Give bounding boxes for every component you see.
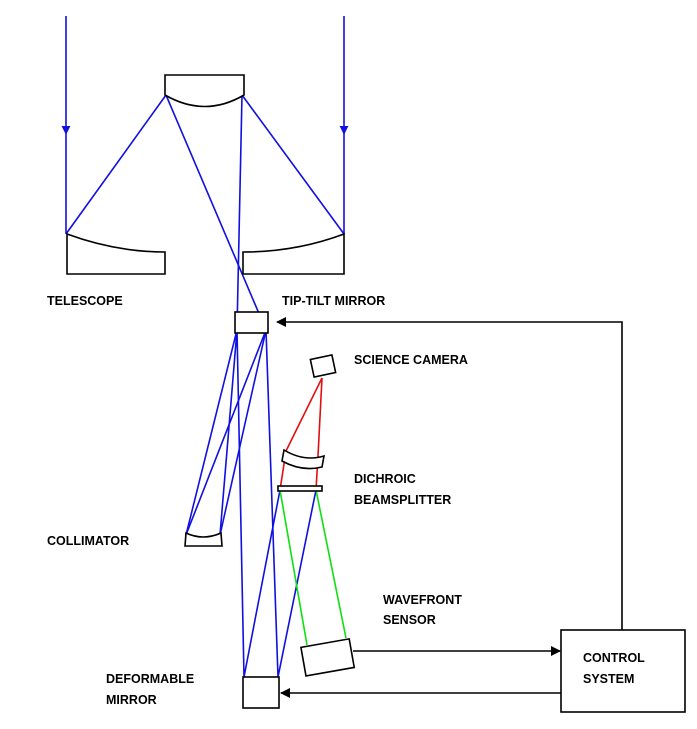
deformable-label-line1: DEFORMABLE — [106, 672, 194, 686]
primary-mirror-right — [242, 232, 345, 275]
tip-tilt-control-line — [276, 317, 623, 630]
deformable-mirror — [242, 676, 280, 709]
science-camera — [309, 353, 337, 379]
control-signals — [276, 317, 623, 698]
incoming-light-rays — [61, 16, 349, 234]
control-system-box — [560, 629, 686, 713]
science-camera-label: SCIENCE CAMERA — [354, 353, 468, 367]
primary-mirror-left — [66, 232, 166, 275]
science-beam — [279, 377, 323, 491]
tip-tilt-mirror — [234, 311, 269, 334]
dichroic-beamsplitter — [277, 485, 323, 492]
collimator-label: COLLIMATOR — [47, 534, 129, 548]
control-label-line2: SYSTEM — [583, 672, 634, 686]
telescope-label: TELESCOPE — [47, 294, 123, 308]
dichroic-label-line2: BEAMSPLITTER — [354, 493, 451, 507]
tip-tilt-label: TIP-TILT MIRROR — [282, 294, 385, 308]
control-label-line1: CONTROL — [583, 651, 645, 665]
deformable-label-line2: MIRROR — [106, 693, 157, 707]
wavefront-label-line2: SENSOR — [383, 613, 436, 627]
starlight-beam — [65, 94, 345, 678]
wavefront-sensor — [300, 637, 356, 677]
wavefront-beam — [279, 489, 347, 646]
collimator-mirror — [184, 531, 223, 547]
dichroic-label-line1: DICHROIC — [354, 472, 416, 486]
wavefront-label-line1: WAVEFRONT — [383, 593, 462, 607]
science-lens — [281, 448, 326, 470]
secondary-mirror — [164, 74, 245, 108]
